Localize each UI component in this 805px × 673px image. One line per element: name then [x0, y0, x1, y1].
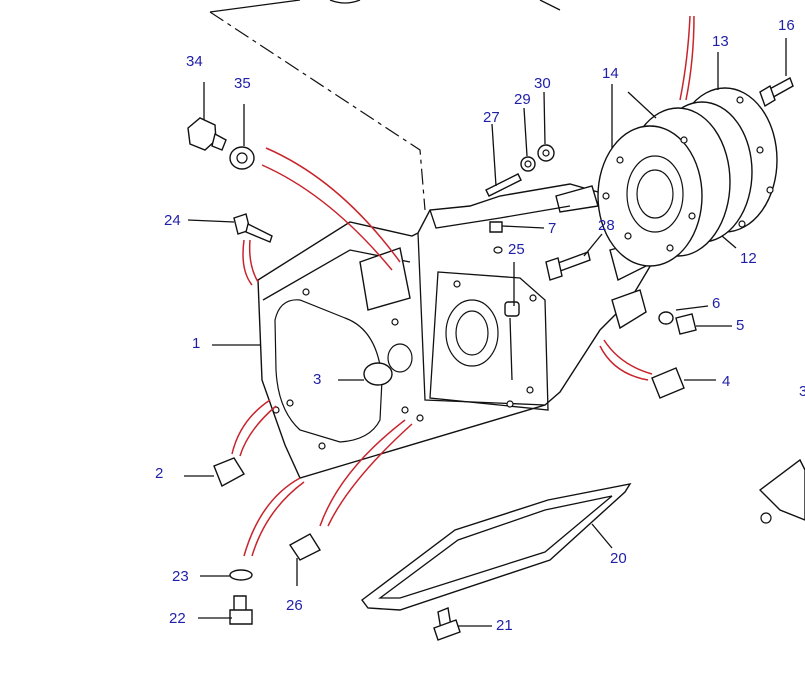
callout-3-right-edge: 3 [799, 383, 805, 400]
callout-1: 1 [192, 335, 200, 352]
callout-30: 30 [534, 75, 551, 92]
callout-26: 26 [286, 597, 303, 614]
callout-leaders [184, 38, 787, 627]
callout-5: 5 [736, 317, 744, 334]
callout-4: 4 [722, 373, 730, 390]
callout-25: 25 [508, 241, 525, 258]
callout-2: 2 [155, 465, 163, 482]
dowel-7 [489, 221, 503, 233]
callout-14: 14 [602, 65, 619, 82]
red-leader-lines [231, 15, 695, 557]
callout-23: 23 [172, 568, 189, 585]
callout-6: 6 [712, 295, 720, 312]
callout-27: 27 [483, 109, 500, 126]
plug-3 [363, 362, 393, 386]
hardware-items [187, 77, 805, 641]
callout-24: 24 [164, 212, 181, 229]
reference-outline [209, 0, 561, 211]
gasket-20 [361, 483, 632, 611]
callout-7: 7 [548, 220, 556, 237]
callout-12: 12 [740, 250, 757, 267]
callout-34: 34 [186, 53, 203, 70]
callout-3: 3 [313, 371, 321, 388]
callout-22: 22 [169, 610, 186, 627]
transfer-case-housing [257, 183, 656, 479]
callout-20: 20 [610, 550, 627, 567]
dowel-25 [504, 301, 520, 317]
bearing-housing-assembly [597, 87, 778, 267]
callout-29: 29 [514, 91, 531, 108]
callout-35: 35 [234, 75, 251, 92]
callout-labels: 34 35 24 1 3 2 23 22 26 27 29 30 7 25 28… [155, 17, 805, 634]
callout-28: 28 [598, 217, 615, 234]
callout-16: 16 [778, 17, 795, 34]
callout-13: 13 [712, 33, 729, 50]
callout-21: 21 [496, 617, 513, 634]
